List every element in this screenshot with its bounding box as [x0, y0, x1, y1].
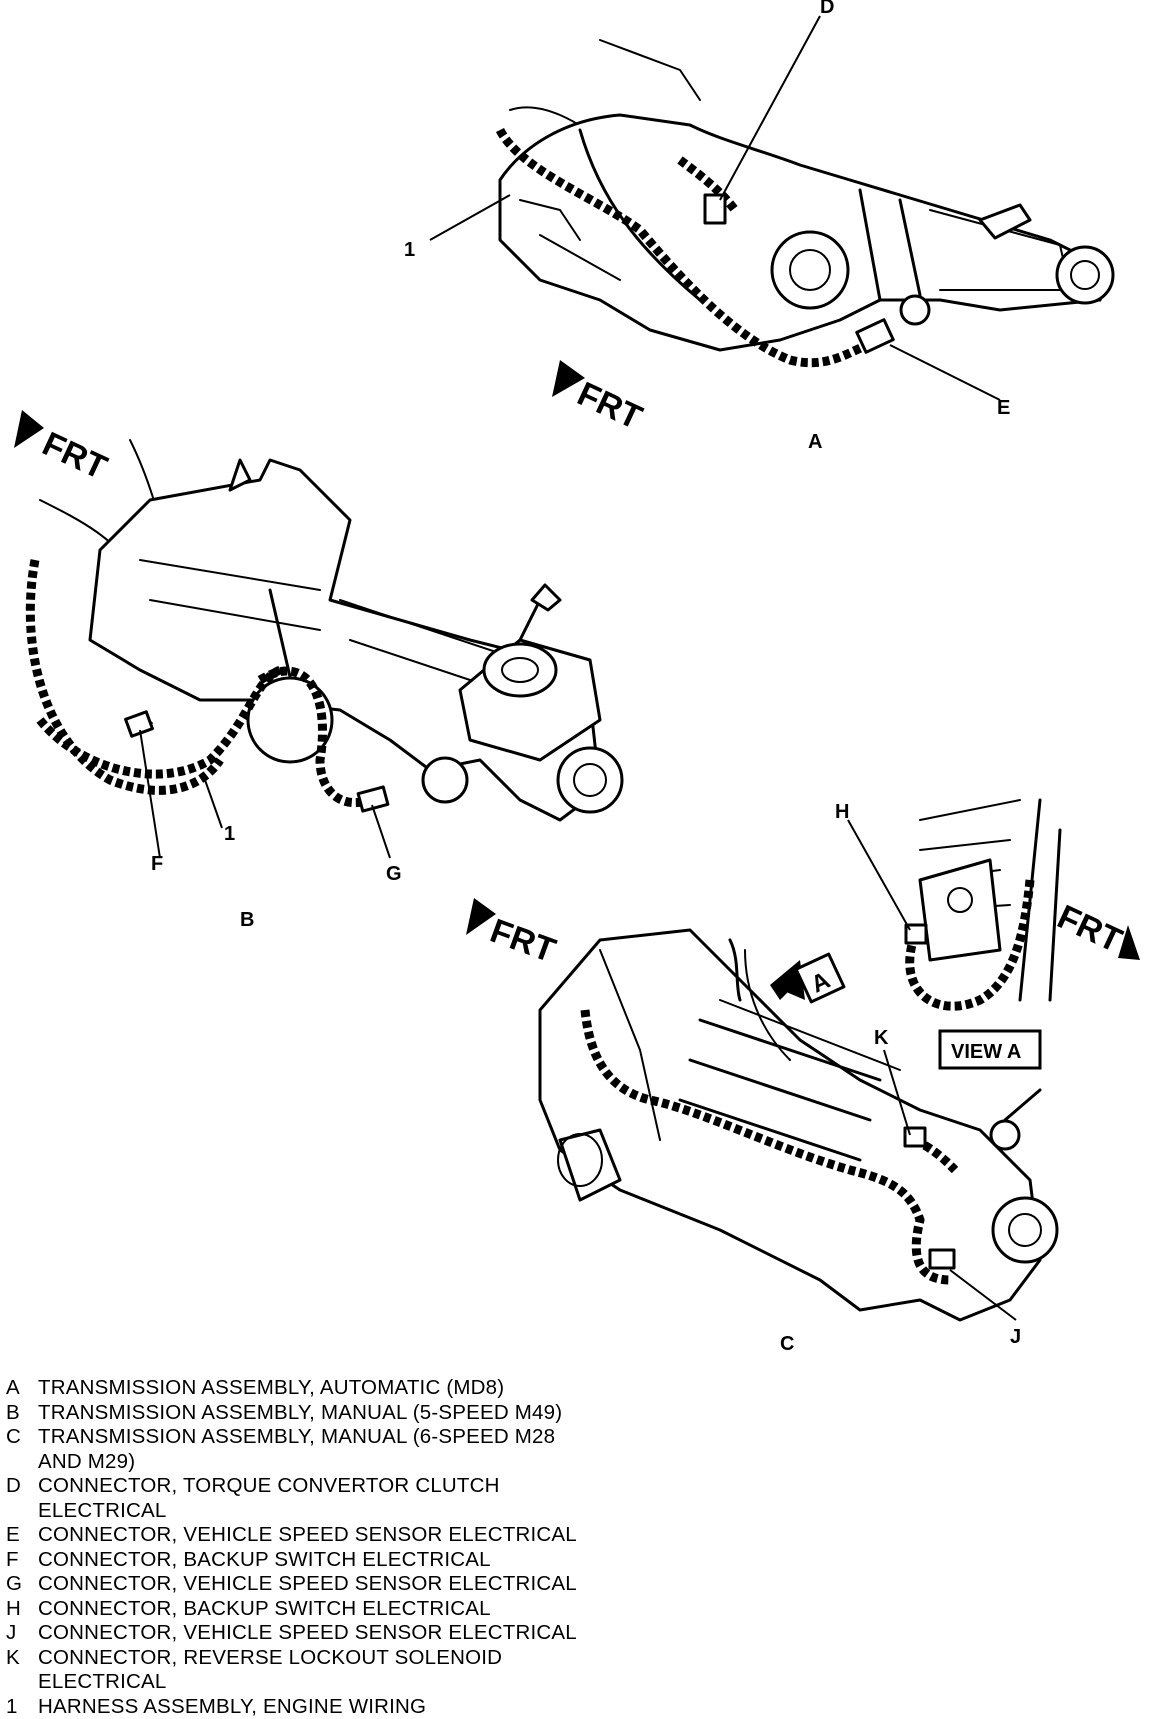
svg-text:FRT: FRT — [485, 912, 560, 970]
frt-arrow-c-left: FRT — [466, 898, 561, 970]
legend-text: CONNECTOR, BACKUP SWITCH ELECTRICAL — [38, 1548, 704, 1573]
view-label-b: B — [240, 909, 254, 931]
legend-text: CONNECTOR, VEHICLE SPEED SENSOR ELECTRIC… — [38, 1621, 704, 1646]
view-a-reference-tag: A — [770, 954, 844, 1002]
legend-key: K — [4, 1646, 38, 1695]
legend-text: TRANSMISSION ASSEMBLY, MANUAL (6-SPEED M… — [38, 1425, 704, 1474]
legend-text: HARNESS ASSEMBLY, ENGINE WIRING — [38, 1695, 704, 1719]
legend-text: CONNECTOR, VEHICLE SPEED SENSOR ELECTRIC… — [38, 1572, 704, 1597]
frt-arrow-b: FRT — [14, 410, 113, 487]
legend-key: H — [4, 1597, 38, 1622]
legend-text: CONNECTOR, REVERSE LOCKOUT SOLENOID ELEC… — [38, 1646, 704, 1695]
callout-j: J — [1010, 1326, 1021, 1348]
callout-f: F — [151, 853, 163, 875]
svg-text:FRT: FRT — [572, 375, 648, 437]
svg-text:FRT: FRT — [37, 425, 113, 487]
legend-item: D CONNECTOR, TORQUE CONVERTOR CLUTCH ELE… — [4, 1474, 704, 1523]
frt-arrow-c-right: FRT — [1052, 898, 1140, 960]
legend-item: K CONNECTOR, REVERSE LOCKOUT SOLENOID EL… — [4, 1646, 704, 1695]
view-a-inset-drawing — [906, 800, 1060, 1006]
callout-d: D — [820, 0, 834, 18]
view-label-a: A — [808, 431, 822, 453]
automatic-transmission-drawing — [500, 40, 1113, 363]
legend-key: C — [4, 1425, 38, 1474]
view-label-c: C — [780, 1333, 794, 1355]
legend-item: J CONNECTOR, VEHICLE SPEED SENSOR ELECTR… — [4, 1621, 704, 1646]
legend-item: C TRANSMISSION ASSEMBLY, MANUAL (6-SPEED… — [4, 1425, 704, 1474]
legend-key: D — [4, 1474, 38, 1523]
legend-key: E — [4, 1523, 38, 1548]
legend-item: B TRANSMISSION ASSEMBLY, MANUAL (5-SPEED… — [4, 1401, 704, 1426]
legend-text: TRANSMISSION ASSEMBLY, AUTOMATIC (MD8) — [38, 1376, 704, 1401]
legend-item: G CONNECTOR, VEHICLE SPEED SENSOR ELECTR… — [4, 1572, 704, 1597]
manual-5-speed-drawing — [30, 440, 622, 820]
legend-key: B — [4, 1401, 38, 1426]
legend-key: G — [4, 1572, 38, 1597]
legend-text: CONNECTOR, TORQUE CONVERTOR CLUTCH ELECT… — [38, 1474, 704, 1523]
callout-1-top: 1 — [404, 239, 415, 261]
callout-h: H — [835, 801, 849, 823]
callout-1-mid: 1 — [224, 823, 235, 845]
callout-e: E — [997, 397, 1010, 419]
legend-key: A — [4, 1376, 38, 1401]
legend-text: TRANSMISSION ASSEMBLY, MANUAL (5-SPEED M… — [38, 1401, 704, 1426]
legend-item: F CONNECTOR, BACKUP SWITCH ELECTRICAL — [4, 1548, 704, 1573]
legend-key: J — [4, 1621, 38, 1646]
legend-text: CONNECTOR, VEHICLE SPEED SENSOR ELECTRIC… — [38, 1523, 704, 1548]
legend-key: 1 — [4, 1695, 38, 1719]
callout-k: K — [874, 1027, 889, 1049]
legend: A TRANSMISSION ASSEMBLY, AUTOMATIC (MD8)… — [4, 1376, 704, 1719]
svg-text:FRT: FRT — [1052, 898, 1128, 960]
legend-key: F — [4, 1548, 38, 1573]
legend-item: E CONNECTOR, VEHICLE SPEED SENSOR ELECTR… — [4, 1523, 704, 1548]
legend-item: 1 HARNESS ASSEMBLY, ENGINE WIRING — [4, 1695, 704, 1719]
callout-g: G — [386, 863, 402, 885]
view-a-box-label: VIEW A — [951, 1041, 1021, 1063]
frt-arrow-a: FRT — [552, 360, 648, 437]
legend-item: H CONNECTOR, BACKUP SWITCH ELECTRICAL — [4, 1597, 704, 1622]
legend-item: A TRANSMISSION ASSEMBLY, AUTOMATIC (MD8) — [4, 1376, 704, 1401]
legend-text: CONNECTOR, BACKUP SWITCH ELECTRICAL — [38, 1597, 704, 1622]
